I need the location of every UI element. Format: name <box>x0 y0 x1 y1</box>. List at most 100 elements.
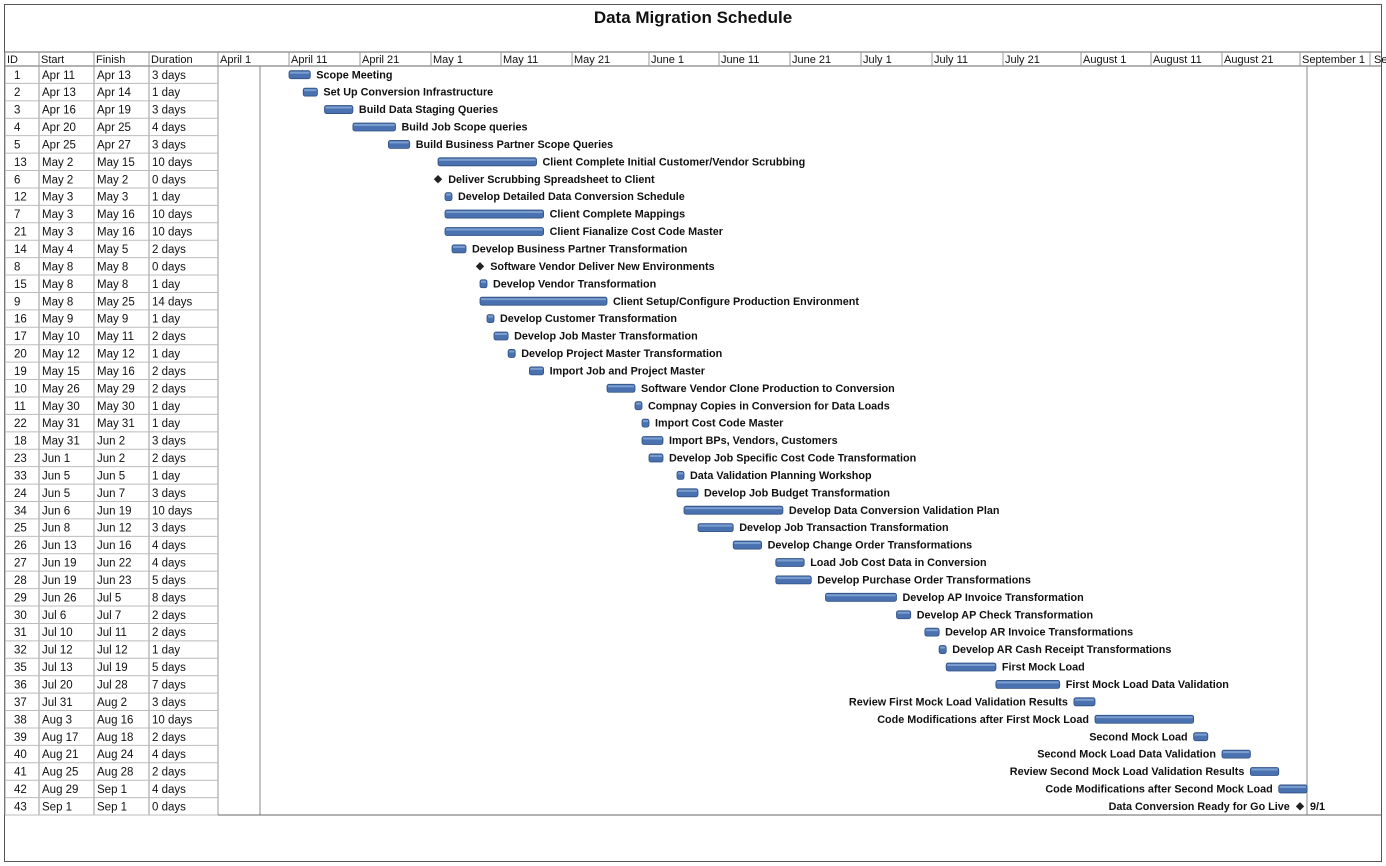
task-start: Jun 6 <box>42 505 70 517</box>
task-finish: May 16 <box>97 227 135 239</box>
task-finish: May 31 <box>97 418 135 430</box>
task-finish: May 30 <box>97 401 135 413</box>
task-name: Develop AP Check Transformation <box>917 609 1093 621</box>
task-bar-highlight <box>643 437 662 440</box>
task-bar-highlight <box>650 454 662 457</box>
task-id: 6 <box>14 174 20 186</box>
task-name: Develop Job Budget Transformation <box>704 487 890 499</box>
timeline-tick-label: July 21 <box>1005 54 1040 66</box>
task-start: May 30 <box>42 401 80 413</box>
task-start: Sep 1 <box>42 801 72 813</box>
task-id: 11 <box>14 401 26 413</box>
task-finish: Jun 5 <box>97 470 125 482</box>
task-finish: Aug 24 <box>97 749 134 761</box>
task-bar-highlight <box>488 315 493 318</box>
task-bar-highlight <box>325 106 352 109</box>
task-finish: Jul 5 <box>97 592 121 604</box>
task-bar-highlight <box>734 542 761 545</box>
task-start: Jul 6 <box>42 610 66 622</box>
chart-title: Data Migration Schedule <box>593 8 793 27</box>
table-header-id: ID <box>7 54 18 66</box>
task-finish: May 9 <box>97 314 128 326</box>
task-name: Develop Purchase Order Transformations <box>817 574 1031 586</box>
task-finish: Jun 19 <box>97 505 132 517</box>
task-name: Develop Job Master Transformation <box>514 331 698 343</box>
task-name: Build Data Staging Queries <box>359 104 498 116</box>
task-id: 39 <box>14 732 27 744</box>
task-bar-highlight <box>1223 751 1250 754</box>
task-id: 40 <box>14 749 27 761</box>
task-id: 24 <box>14 488 27 500</box>
task-finish: Jun 16 <box>97 540 132 552</box>
task-duration: 2 days <box>152 331 186 343</box>
timeline-tick-label: July 11 <box>934 54 968 66</box>
timeline-tick-label: August 21 <box>1224 54 1274 66</box>
task-start: Aug 3 <box>42 714 72 726</box>
task-start: Jun 8 <box>42 523 70 535</box>
task-name: Software Vendor Clone Production to Conv… <box>641 383 895 395</box>
task-bar-highlight <box>509 350 515 353</box>
task-id: 7 <box>14 209 20 221</box>
task-bar-highlight <box>290 71 310 74</box>
task-name: Review Second Mock Load Validation Resul… <box>1010 766 1245 778</box>
task-finish: Apr 13 <box>97 70 131 82</box>
task-id: 37 <box>14 697 27 709</box>
task-bar-highlight <box>304 89 317 92</box>
milestone-marker <box>1295 802 1305 811</box>
task-finish: May 11 <box>97 331 134 343</box>
task-start: Aug 25 <box>42 767 78 779</box>
task-bar-highlight <box>389 141 409 144</box>
task-bar-highlight <box>996 681 1059 684</box>
task-id: 12 <box>14 192 27 204</box>
task-id: 26 <box>14 540 27 552</box>
task-name: Client Setup/Configure Production Enviro… <box>613 296 859 308</box>
task-finish: Aug 28 <box>97 767 133 779</box>
task-id: 14 <box>14 244 27 256</box>
task-duration: 4 days <box>152 558 186 570</box>
task-bar-highlight <box>446 228 543 231</box>
task-id: 32 <box>14 645 27 657</box>
task-id: 15 <box>14 279 27 291</box>
task-start: Jun 1 <box>42 453 70 465</box>
task-duration: 10 days <box>152 209 193 221</box>
timeline-tick-label: April 21 <box>362 54 399 66</box>
task-duration: 5 days <box>152 575 186 587</box>
task-name: Second Mock Load <box>1089 731 1187 743</box>
task-finish: Jul 7 <box>97 610 121 622</box>
task-duration: 10 days <box>152 505 193 517</box>
task-duration: 4 days <box>152 122 186 134</box>
task-finish: May 3 <box>97 192 128 204</box>
task-name: Develop Change Order Transformations <box>768 540 973 552</box>
task-name: Develop Data Conversion Validation Plan <box>789 505 1000 517</box>
task-start: Aug 29 <box>42 784 78 796</box>
table-header-start: Start <box>41 54 64 66</box>
task-id: 33 <box>14 470 27 482</box>
timeline-tick-label: May 1 <box>433 54 463 66</box>
task-finish: May 8 <box>97 279 128 291</box>
task-finish: Aug 16 <box>97 714 133 726</box>
task-finish: May 16 <box>97 366 135 378</box>
task-duration: 10 days <box>152 227 193 239</box>
task-duration: 3 days <box>152 70 186 82</box>
task-duration: 2 days <box>152 453 186 465</box>
task-id: 22 <box>14 418 27 430</box>
table-header-duration: Duration <box>151 54 193 66</box>
task-bar-highlight <box>897 611 910 614</box>
task-id: 27 <box>14 558 27 570</box>
task-bar-highlight <box>947 663 995 666</box>
task-id: 41 <box>14 767 27 779</box>
task-name: Develop AP Invoice Transformation <box>903 592 1084 604</box>
task-start: May 26 <box>42 383 80 395</box>
timeline-tick-label: Se <box>1374 54 1386 66</box>
task-duration: 2 days <box>152 732 186 744</box>
task-start: May 3 <box>42 227 73 239</box>
task-name: Import Job and Project Master <box>550 365 706 377</box>
task-duration: 7 days <box>152 680 186 692</box>
task-start: Jun 19 <box>42 575 77 587</box>
task-duration: 1 day <box>152 279 180 291</box>
task-finish: May 16 <box>97 209 135 221</box>
task-id: 10 <box>14 383 27 395</box>
task-name: Build Business Partner Scope Queries <box>416 139 613 151</box>
task-bar-highlight <box>636 402 641 405</box>
task-start: May 12 <box>42 349 80 361</box>
